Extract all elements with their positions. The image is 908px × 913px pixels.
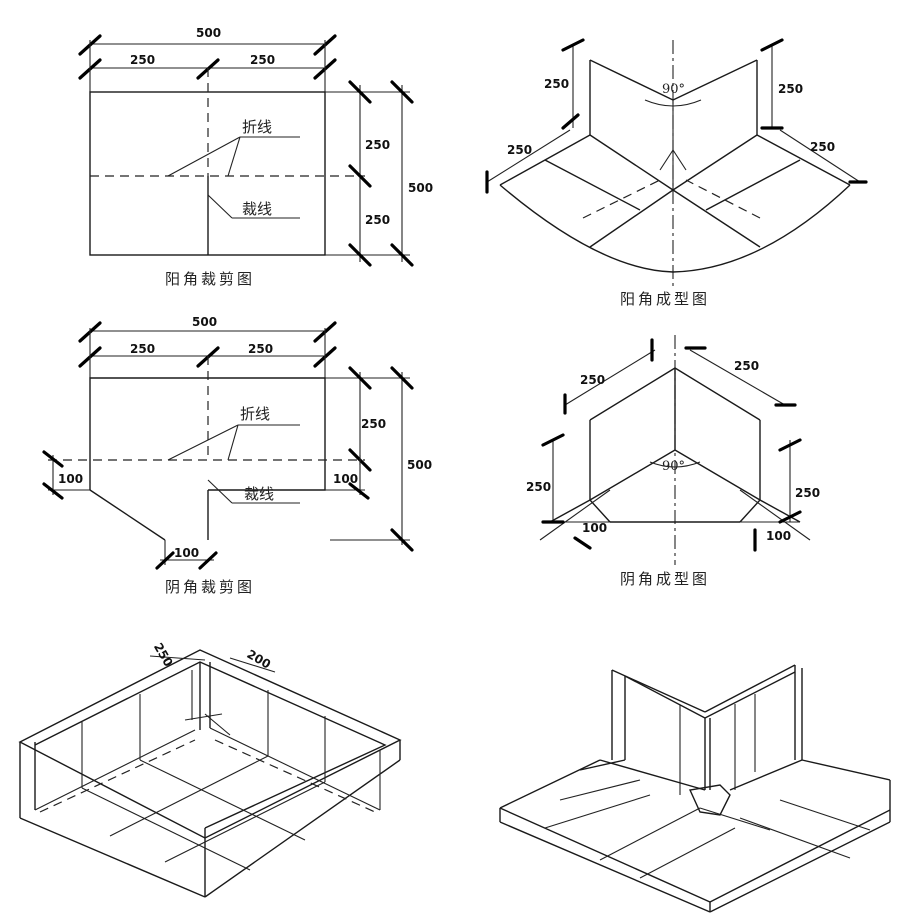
yin-cut-dim-right: 250 [248, 342, 273, 356]
yang-cut-fold-label: 折线 [242, 118, 272, 136]
yin-cut-dim-left-100: 100 [58, 472, 83, 486]
inner-3d-dim-b: 200 [244, 647, 273, 672]
yang-cut-dim-left: 250 [130, 53, 155, 67]
yin-form-caption: 阴角成型图 [620, 570, 710, 588]
yang-form-panel: 250 250 250 250 90° 阳角成型图 [485, 38, 868, 308]
yang-cut-dim-v-bottom: 250 [365, 213, 390, 227]
yang-cut-dim-v-total: 500 [408, 181, 433, 195]
yang-cut-dim-total: 500 [196, 26, 221, 40]
yin-form-dim-side-right: 250 [795, 486, 820, 500]
yang-form-angle: 90° [662, 82, 685, 97]
yin-cut-dim-v-top: 250 [361, 417, 386, 431]
yang-cut-panel: 500 250 250 250 250 500 折线 裁线 阳角裁剪图 [78, 26, 433, 288]
yin-cut-caption: 阴角裁剪图 [165, 578, 255, 596]
yang-cut-cut-label: 裁线 [242, 200, 272, 218]
yin-form-angle: 90° [662, 459, 685, 474]
yin-cut-dim-left: 250 [130, 342, 155, 356]
yang-form-dim-floor-left: 250 [507, 143, 532, 157]
inner-corner-3d-panel: 250 200 [18, 640, 402, 898]
yin-cut-dim-right-100: 100 [333, 472, 358, 486]
yang-cut-dim-right: 250 [250, 53, 275, 67]
yang-form-dim-wall-left: 250 [544, 77, 569, 91]
yin-cut-panel: 500 250 250 250 500 100 100 100 [42, 315, 432, 596]
yin-cut-dim-v-total: 500 [407, 458, 432, 472]
yang-form-dim-wall-right: 250 [778, 82, 803, 96]
yin-cut-dim-total: 500 [192, 315, 217, 329]
yin-form-dim-side-left: 250 [526, 480, 551, 494]
yang-cut-dim-v-top: 250 [365, 138, 390, 152]
yin-cut-cut-label: 裁线 [244, 485, 274, 503]
yin-form-dim-bottom-right: 100 [766, 529, 791, 543]
yang-cut-caption: 阳角裁剪图 [165, 270, 255, 288]
yin-cut-dim-bottom-100: 100 [174, 546, 199, 560]
outer-corner-3d-panel [499, 664, 891, 913]
yin-cut-fold-label: 折线 [240, 405, 270, 423]
yin-form-dim-top-right: 250 [734, 359, 759, 373]
yang-form-caption: 阳角成型图 [620, 290, 710, 308]
yin-form-panel: 250 250 250 250 100 100 90° 阴角成型图 [526, 335, 820, 588]
yin-form-dim-top-left: 250 [580, 373, 605, 387]
yang-form-dim-floor-right: 250 [810, 140, 835, 154]
yin-form-dim-bottom-left: 100 [582, 521, 607, 535]
